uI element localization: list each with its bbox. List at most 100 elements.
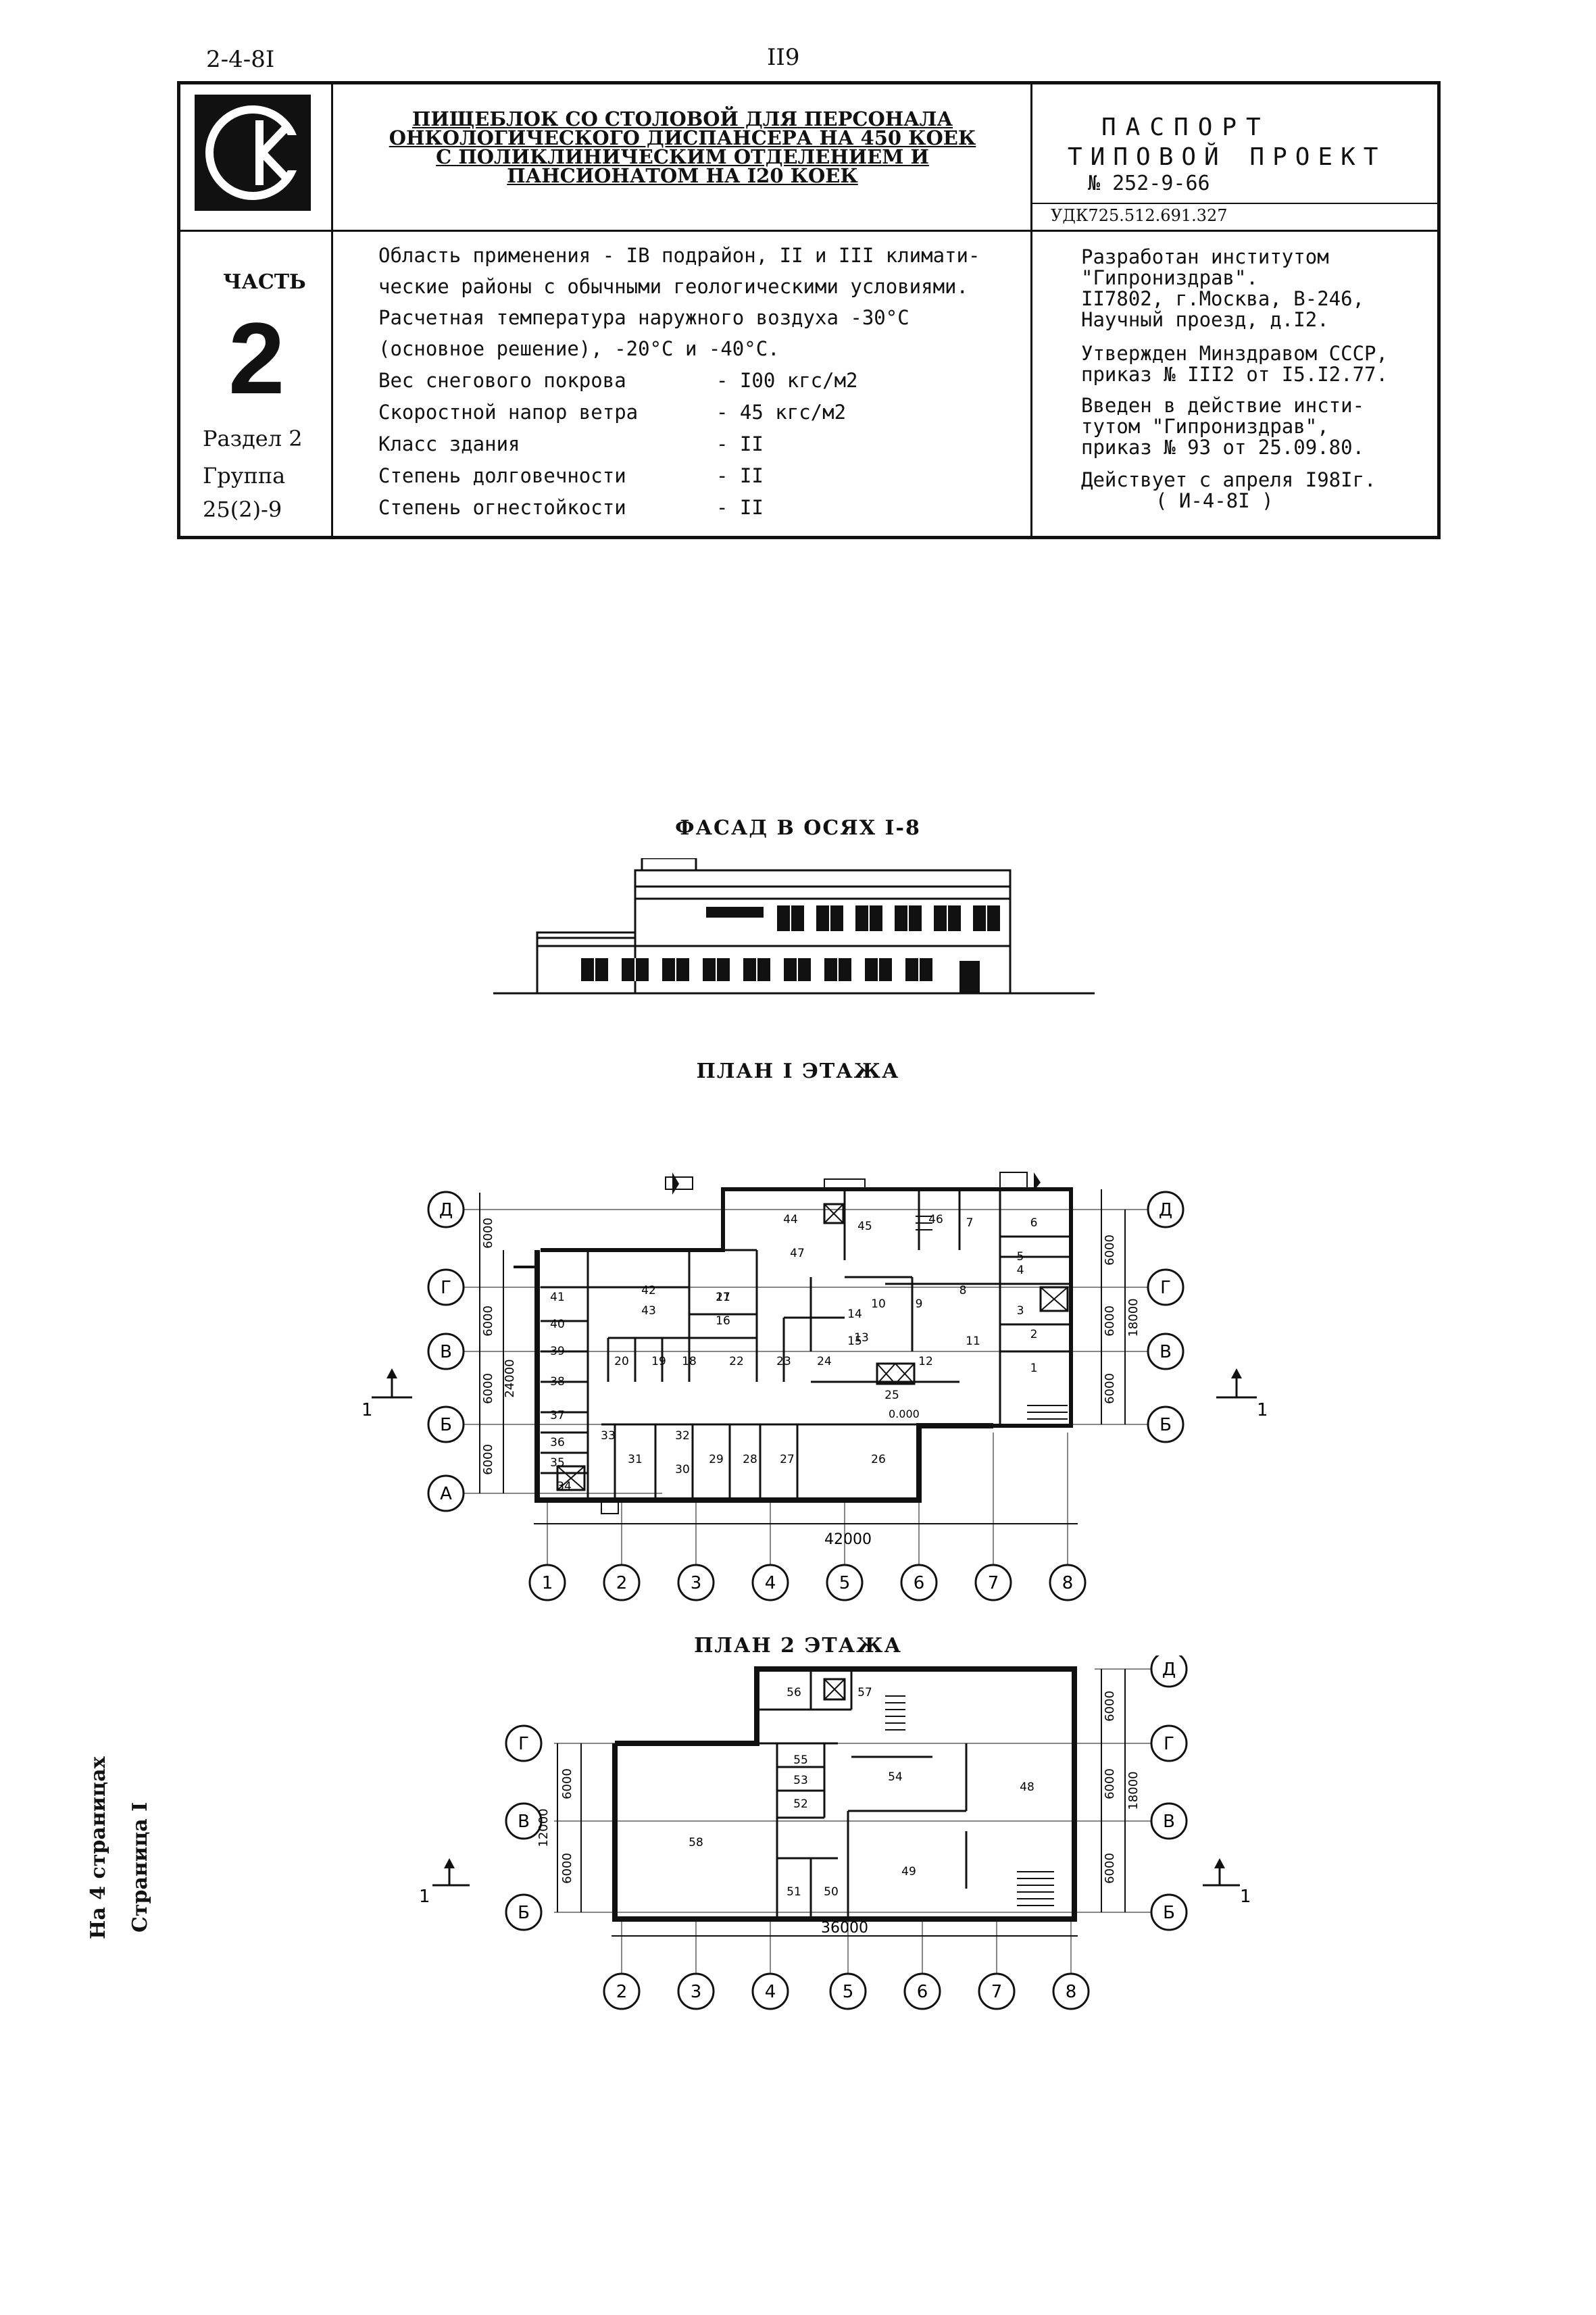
axis-row-label: Г — [441, 1278, 451, 1298]
axis-row-label-circle — [1147, 1191, 1184, 1228]
room-number: 10 — [871, 1297, 886, 1311]
axis-row-label: В — [518, 1812, 530, 1832]
axis-col-label-circle — [1049, 1564, 1087, 1601]
dim-left: 6000 — [481, 1444, 495, 1475]
project-title: ПИЩЕБЛОК СО СТОЛОВОЙ ДЛЯ ПЕРСОНАЛА ОНКОЛ… — [365, 109, 1000, 186]
introduction-info: Введен в действие инсти- тутом "Гипрониз… — [1081, 395, 1364, 458]
room-number: 28 — [743, 1453, 757, 1466]
passport-label: ПАСПОРТ — [1101, 114, 1270, 141]
room-number: 24 — [817, 1355, 832, 1368]
spec-row: Степень огнестойкости- II — [378, 492, 987, 524]
axis-col-label: 8 — [1062, 1573, 1074, 1593]
room-number: 3 — [1017, 1304, 1024, 1318]
axis-col-label-circle — [829, 1972, 867, 2010]
spec-label: Вес снегового покрова — [378, 369, 626, 392]
axis-col-label-circle — [603, 1972, 641, 2010]
dim-left: 6000 — [560, 1853, 574, 1884]
spec-label: Скоростной напор ветра — [378, 401, 639, 424]
axis-row-label-circle — [1147, 1405, 1184, 1443]
room-number: 2 — [1030, 1328, 1038, 1341]
room-number: 47 — [790, 1247, 805, 1260]
dim-total-left: 24000 — [503, 1359, 517, 1397]
axis-col-label: 4 — [765, 1982, 776, 2002]
axis-col-label-circle — [974, 1564, 1012, 1601]
info-line: приказ № III2 от I5.I2.77. — [1081, 363, 1388, 386]
room-number: 30 — [675, 1463, 690, 1476]
dim-left: 6000 — [481, 1305, 495, 1337]
room-number: 12 — [918, 1355, 933, 1368]
info-line: "Гипрониздрав". — [1081, 266, 1258, 289]
spec-value: - II — [716, 496, 764, 519]
spec-label: Степень долговечности — [378, 464, 626, 487]
axis-col-label-circle — [751, 1972, 789, 2010]
developer-info: Разработан институтом "Гипрониздрав". II… — [1081, 247, 1364, 330]
dim-right: 6000 — [1103, 1235, 1117, 1266]
room-number: 43 — [641, 1304, 656, 1318]
room-number: 55 — [793, 1753, 808, 1767]
side-pages-count: На 4 страницах — [86, 1756, 110, 1939]
plan2-row-axes-left: ГВБ — [505, 1724, 543, 1931]
spec-value: - 45 кгс/м2 — [716, 401, 847, 424]
room-number: 54 — [888, 1770, 903, 1784]
room-number: 50 — [824, 1885, 839, 1899]
dim-bottom: 42000 — [824, 1531, 872, 1548]
axis-col-label-circle — [1052, 1972, 1090, 2010]
dim-right: 6000 — [1103, 1305, 1117, 1337]
axis-row-label-circle — [505, 1802, 543, 1840]
axis-row-label-circle — [1150, 1893, 1188, 1931]
facade-drawing — [493, 858, 1095, 995]
room-number: 14 — [847, 1308, 862, 1321]
axis-row-label-circle — [427, 1191, 465, 1228]
specs-text: Область применения - IВ подрайон, II и I… — [378, 240, 980, 364]
axis-col-label: 5 — [843, 1982, 854, 2002]
room-number: 5 — [1017, 1250, 1024, 1264]
group-label: Группа — [203, 463, 286, 489]
group-code: 25(2)-9 — [203, 497, 282, 522]
axis-row-label: Б — [1159, 1415, 1172, 1435]
spec-row: Класс здания- II — [378, 428, 987, 460]
room-number: 36 — [550, 1436, 565, 1449]
room-number: 40 — [550, 1318, 565, 1331]
part-label: ЧАСТЬ — [223, 270, 306, 294]
dim-total-right: 18000 — [1126, 1298, 1141, 1337]
axis-col-label: 6 — [917, 1982, 928, 2002]
room-number: 13 — [854, 1331, 869, 1345]
room-number: 56 — [787, 1686, 801, 1699]
room-number: 7 — [966, 1216, 974, 1230]
dim-right: 6000 — [1103, 1373, 1117, 1404]
room-number: 27 — [780, 1453, 795, 1466]
room-number: 35 — [550, 1456, 565, 1470]
axis-row-label-circle — [1147, 1268, 1184, 1306]
axis-col-label: 3 — [691, 1982, 702, 2002]
axis-col-label-circle — [903, 1972, 941, 2010]
info-line: Введен в действие инсти- — [1081, 394, 1365, 417]
room-number: 33 — [601, 1429, 616, 1443]
room-number: 41 — [550, 1291, 565, 1304]
axis-row-label-circle — [1150, 1656, 1188, 1688]
side-page-number: Страница I — [128, 1801, 152, 1933]
dim-left: 6000 — [481, 1373, 495, 1404]
info-line: Действует с апреля I98Iг. — [1081, 468, 1376, 491]
axis-row-label-circle — [1150, 1724, 1188, 1762]
room-number: 48 — [1020, 1781, 1034, 1794]
room-number: 26 — [871, 1453, 886, 1466]
spec-line: Расчетная температура наружного воздуха … — [378, 306, 909, 329]
axis-col-label: 8 — [1066, 1982, 1077, 2002]
spec-value: - II — [716, 432, 764, 455]
room-number: 31 — [628, 1453, 643, 1466]
axis-col-label-circle — [978, 1972, 1016, 2010]
section-mark-left: 1 — [361, 1400, 373, 1420]
project-type: ТИПОВОЙ ПРОЕКТ — [1068, 143, 1387, 171]
axis-row-label: Б — [518, 1903, 530, 1923]
info-line: приказ № 93 от 25.09.80. — [1081, 436, 1365, 459]
section-mark-left: 1 — [419, 1887, 430, 1907]
effective-info: Действует с апреля I98Iг. ( И-4-8I ) — [1081, 470, 1376, 512]
axis-col-label: 7 — [988, 1573, 999, 1593]
dim-total-right: 18000 — [1126, 1771, 1141, 1810]
spec-table: Вес снегового покрова- I00 кгс/м2 Скорос… — [378, 365, 987, 524]
room-number: 49 — [901, 1865, 916, 1878]
